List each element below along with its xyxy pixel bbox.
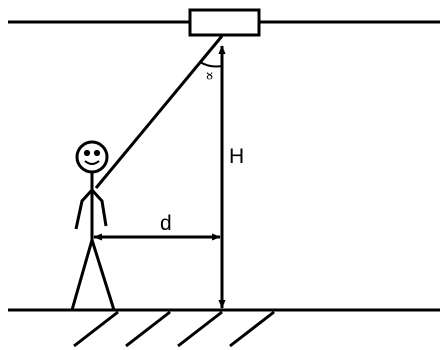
height-label: H — [229, 145, 244, 168]
person-left-leg — [70, 239, 94, 311]
angle-arc — [199, 61, 223, 68]
person-head — [75, 140, 109, 174]
person-eye-left — [83, 149, 91, 157]
distance-label: d — [160, 212, 172, 235]
person-left-arm — [74, 188, 94, 230]
ground-hatching — [73, 310, 275, 348]
lamp-fixture — [188, 8, 261, 37]
person-smile — [84, 160, 100, 165]
angle-label: ∝ — [200, 71, 218, 81]
person-right-arm — [90, 188, 108, 227]
stick-figure-person — [70, 140, 116, 311]
light-ray — [94, 35, 224, 189]
person-eye-right — [93, 149, 101, 157]
person-right-leg — [90, 239, 116, 311]
